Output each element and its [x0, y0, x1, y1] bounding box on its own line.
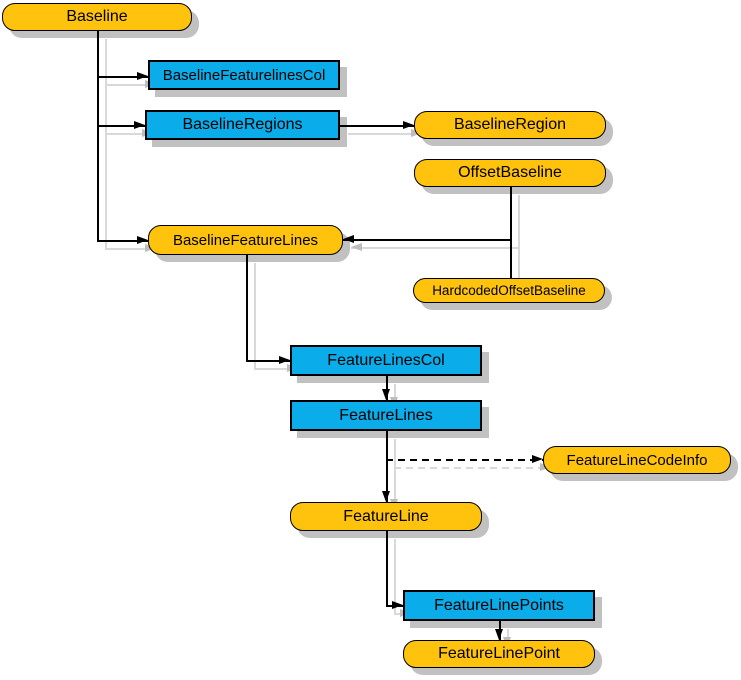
edge-shadow-feature-line-feature-line-points	[394, 539, 396, 614]
node-baseline-featurelines-col[interactable]: BaselineFeaturelinesCol	[148, 60, 340, 90]
edge-arrowhead-feature-line-feature-line-points	[392, 601, 403, 610]
edge-baseline-feature-lines-feature-lines-col	[246, 255, 248, 361]
edge-shadow-baseline-regions-baseline-region	[348, 133, 423, 135]
edge-shadow-feature-lines-col-feature-lines	[394, 384, 396, 409]
edge-arrowhead-offset-baseline-baseline-feature-lines	[343, 235, 354, 244]
edge-shadow-feature-lines-feature-line	[394, 439, 396, 511]
edge-baseline-baseline-regions	[97, 125, 146, 127]
node-baseline-regions[interactable]: BaselineRegions	[145, 110, 340, 140]
node-feature-line[interactable]: FeatureLine	[290, 502, 482, 531]
node-baseline-feature-lines[interactable]: BaselineFeatureLines	[148, 225, 343, 255]
edge-shadow-arrowhead-offset-baseline-baseline-feature-lines	[351, 243, 362, 252]
edge-shadow-baseline-baseline-feature-lines	[105, 248, 157, 250]
node-offset-baseline[interactable]: OffsetBaseline	[414, 159, 606, 187]
edge-arrowhead-baseline-feature-lines-feature-lines-col	[279, 356, 290, 365]
edge-arrowhead-baseline-baseline-featurelines-col	[137, 72, 148, 81]
edge-arrowhead-baseline-regions-baseline-region	[403, 121, 414, 130]
edge-feature-lines-feature-line	[386, 431, 388, 503]
edge-arrowhead-baseline-baseline-feature-lines	[137, 236, 148, 245]
edge-shadow-offset-baseline-baseline-feature-lines	[351, 247, 519, 249]
edge-shadow-feature-lines-feature-line-code-info	[394, 467, 552, 469]
edge-shadow-baseline-feature-lines-feature-lines-col	[254, 368, 299, 370]
edge-shadow-baseline-feature-lines-feature-lines-col	[254, 263, 256, 369]
edge-offset-baseline-baseline-feature-lines	[343, 239, 511, 241]
edge-shadow-baseline-baseline-regions	[105, 133, 154, 135]
edge-arrowhead-feature-line-points-feature-line-point	[495, 629, 504, 640]
edge-feature-lines-feature-line-code-info	[386, 459, 544, 461]
node-feature-line-points[interactable]: FeatureLinePoints	[403, 590, 595, 621]
edge-baseline-baseline-feature-lines	[97, 31, 99, 241]
edge-arrowhead-feature-lines-feature-line-code-info	[532, 455, 543, 464]
edge-baseline-baseline-featurelines-col	[97, 76, 149, 78]
edge-arrowhead-baseline-baseline-regions	[134, 121, 145, 130]
node-feature-lines[interactable]: FeatureLines	[290, 400, 482, 431]
edge-baseline-regions-baseline-region	[340, 125, 415, 127]
edge-feature-lines-col-feature-lines	[386, 376, 388, 401]
edge-shadow-baseline-baseline-featurelines-col	[105, 84, 157, 86]
edge-baseline-feature-lines-feature-lines-col	[246, 360, 291, 362]
edge-shadow-baseline-baseline-feature-lines	[105, 39, 107, 249]
node-feature-line-code-info[interactable]: FeatureLineCodeInfo	[543, 446, 731, 474]
edge-feature-line-feature-line-points	[386, 531, 388, 606]
edge-arrowhead-feature-lines-col-feature-lines	[382, 389, 391, 400]
edge-arrowhead-feature-lines-feature-line	[382, 491, 391, 502]
node-hardcoded-offset-baseline[interactable]: HardcodedOffsetBaseline	[413, 278, 605, 303]
edge-shadow-offset-baseline-hardcoded-offset-baseline	[518, 195, 520, 287]
node-baseline-region[interactable]: BaselineRegion	[414, 111, 606, 139]
edge-offset-baseline-hardcoded-offset-baseline	[510, 187, 512, 279]
node-feature-lines-col[interactable]: FeatureLinesCol	[290, 345, 482, 376]
node-baseline[interactable]: Baseline	[2, 3, 192, 31]
node-feature-line-point[interactable]: FeatureLinePoint	[403, 640, 595, 668]
edge-baseline-baseline-feature-lines	[97, 240, 149, 242]
